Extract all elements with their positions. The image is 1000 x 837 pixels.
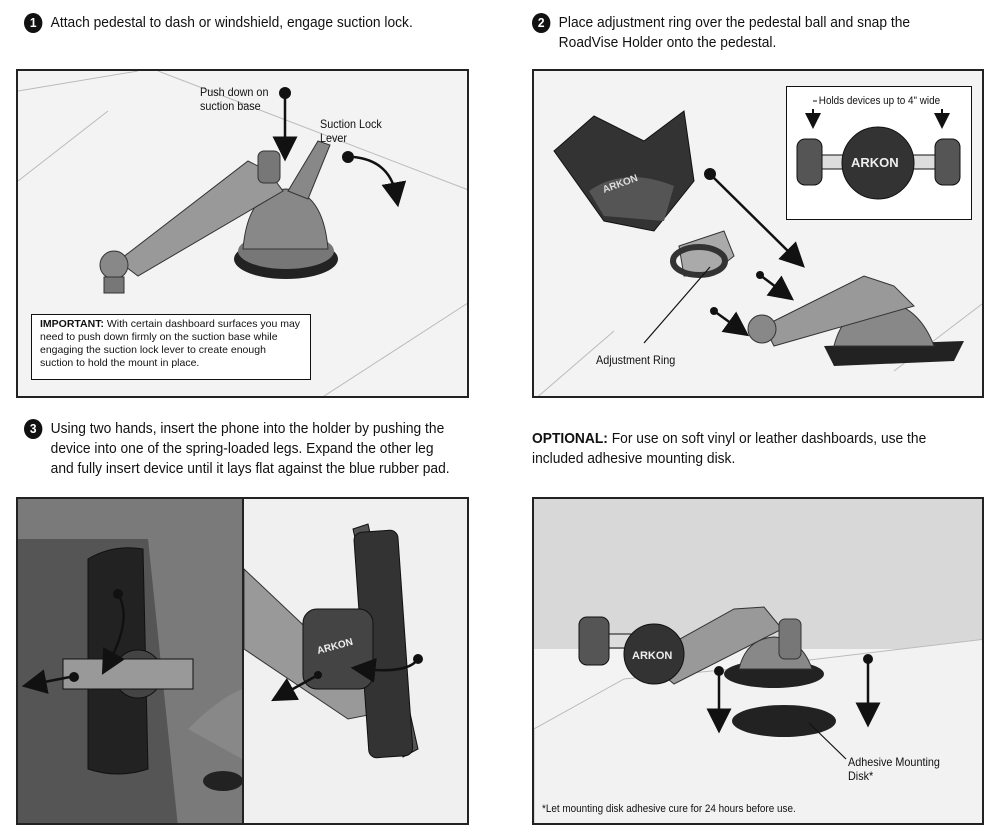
optional-label: OPTIONAL: bbox=[532, 430, 608, 447]
step-1-heading: 1 Attach pedestal to dash or windshield,… bbox=[24, 13, 413, 33]
step-2-text: Place adjustment ring over the pedestal … bbox=[558, 14, 911, 51]
step-1-illustration: Push down on suction base Suction Lock L… bbox=[16, 69, 469, 398]
holds-devices-label: Holds devices up to 4" wide bbox=[817, 94, 942, 108]
important-body: With certain dashboard surfaces you may … bbox=[40, 318, 301, 369]
step-3-text: Using two hands, insert the phone into t… bbox=[50, 420, 450, 477]
cure-note: *Let mounting disk adhesive cure for 24 … bbox=[542, 803, 796, 815]
holder-assembly-drawing: ARKON bbox=[537, 110, 982, 396]
suction-lever-label: Suction Lock Lever bbox=[320, 117, 382, 145]
holder-brand-logo-optional: ARKON bbox=[632, 650, 672, 662]
optional-heading: OPTIONAL: For use on soft vinyl or leath… bbox=[532, 429, 926, 469]
step-3-heading: 3 Using two hands, insert the phone into… bbox=[24, 419, 450, 479]
inset-brand-logo: ARKON bbox=[851, 155, 899, 170]
step-3-number: 3 bbox=[24, 419, 43, 439]
step-2-illustration: ARKON ARKON Holds devices up to 4" wide … bbox=[532, 69, 984, 398]
phone-insert-drawing: ARKON bbox=[18, 499, 467, 823]
important-note: IMPORTANT: With certain dashboard surfac… bbox=[31, 314, 311, 380]
panel-divider bbox=[242, 499, 244, 823]
optional-text: For use on soft vinyl or leather dashboa… bbox=[532, 430, 927, 467]
adhesive-disk-label: Adhesive Mounting Disk* bbox=[848, 755, 940, 783]
holder-front-drawing: ARKON bbox=[796, 100, 961, 200]
step-1-number: 1 bbox=[24, 13, 43, 33]
width-inset: ARKON Holds devices up to 4" wide bbox=[786, 86, 972, 220]
important-heading: IMPORTANT: bbox=[40, 318, 104, 330]
adjustment-ring-label: Adjustment Ring bbox=[596, 353, 676, 367]
step-3-illustration: ARKON bbox=[16, 497, 469, 825]
step-1-text: Attach pedestal to dash or windshield, e… bbox=[50, 14, 413, 31]
step-2-number: 2 bbox=[532, 13, 551, 33]
step-2-heading: 2 Place adjustment ring over the pedesta… bbox=[532, 13, 910, 53]
push-down-label: Push down on suction base bbox=[200, 85, 269, 113]
pedestal-drawing bbox=[18, 71, 467, 396]
optional-illustration: ARKON Adhesive Mounting Disk* *Let mount… bbox=[532, 497, 984, 825]
adhesive-disk-drawing: ARKON bbox=[534, 499, 982, 823]
